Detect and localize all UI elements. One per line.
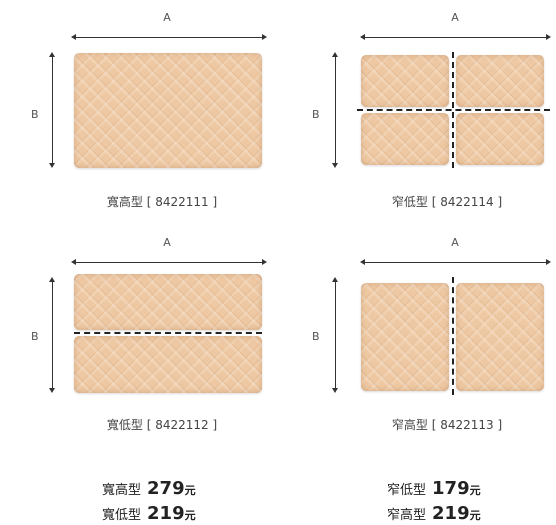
basket-image (361, 113, 449, 165)
dimension-b-label: B (312, 330, 320, 343)
basket-image (361, 283, 449, 391)
price-row: 窄高型 219元 (387, 503, 481, 524)
product-panel-wide-low: A B 寬低型 [ 8422112 ] (0, 225, 278, 445)
price-value: 279 (147, 478, 185, 499)
product-panel-wide-high: A B 寬高型 [ 8422111 ] (0, 0, 278, 220)
dimension-b-label: B (312, 108, 320, 121)
width-arrow (71, 259, 267, 265)
height-arrow (332, 277, 338, 393)
product-code: [ 8422114 ] (431, 195, 503, 209)
height-arrow (332, 52, 338, 168)
product-caption: 窄低型 [ 8422114 ] (308, 193, 556, 210)
dimension-a-label: A (163, 11, 171, 24)
price-row: 窄低型 179元 (387, 478, 481, 499)
product-name: 寬高型 (106, 195, 143, 209)
dimension-a-label: A (451, 236, 459, 249)
width-arrow (360, 259, 551, 265)
product-caption: 寬低型 [ 8422112 ] (23, 416, 301, 433)
price-unit: 元 (469, 509, 481, 522)
split-line-vertical (452, 52, 454, 168)
dimension-a-label: A (451, 11, 459, 24)
product-caption: 寬高型 [ 8422111 ] (23, 193, 301, 210)
width-arrow (360, 34, 551, 40)
price-unit: 元 (469, 484, 481, 497)
basket-image (456, 113, 544, 165)
price-row: 寬高型 279元 (102, 478, 196, 499)
product-name: 寬低型 (106, 418, 143, 432)
product-code: [ 8422113 ] (431, 418, 503, 432)
product-caption: 窄高型 [ 8422113 ] (308, 416, 556, 433)
basket-image (74, 53, 262, 168)
dimension-b-label: B (31, 330, 39, 343)
price-name: 窄高型 (387, 508, 427, 523)
split-line-vertical (452, 277, 454, 395)
basket-image (456, 55, 544, 107)
product-panel-narrow-high: A B 窄高型 [ 8422113 ] (278, 225, 556, 445)
price-name: 寬高型 (102, 483, 142, 498)
price-value: 219 (432, 503, 470, 524)
basket-image (74, 336, 262, 393)
price-name: 寬低型 (102, 508, 142, 523)
height-arrow (49, 277, 55, 393)
product-code: [ 8422112 ] (146, 418, 218, 432)
width-arrow (71, 34, 267, 40)
price-row: 寬低型 219元 (102, 503, 196, 524)
dimension-a-label: A (163, 236, 171, 249)
basket-image (361, 55, 449, 107)
product-name: 窄高型 (391, 418, 428, 432)
price-unit: 元 (184, 484, 196, 497)
product-panel-narrow-low: A B 窄低型 [ 8422114 ] (278, 0, 556, 220)
basket-image (456, 283, 544, 391)
product-name: 窄低型 (391, 195, 428, 209)
basket-image (74, 274, 262, 330)
split-line-horizontal (74, 332, 262, 334)
dimension-b-label: B (31, 108, 39, 121)
price-name: 窄低型 (387, 483, 427, 498)
height-arrow (49, 52, 55, 168)
price-value: 179 (432, 478, 470, 499)
product-code: [ 8422111 ] (146, 195, 218, 209)
price-unit: 元 (184, 509, 196, 522)
price-value: 219 (147, 503, 185, 524)
